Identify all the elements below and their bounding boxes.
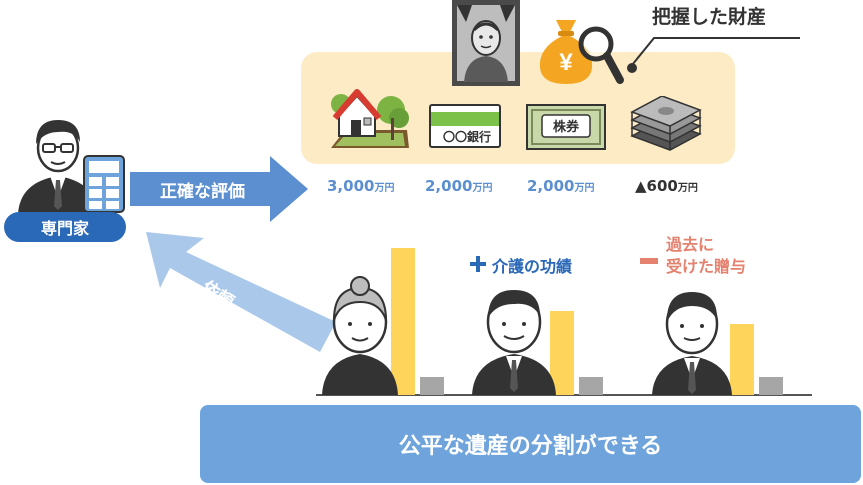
child2-man-avatar (652, 292, 732, 395)
stock-certificate-icon: 株券 (526, 104, 606, 150)
bar-spouse-gray (420, 377, 444, 395)
plus-icon (470, 256, 486, 272)
magnifier-icon (578, 26, 624, 84)
amount-real-estate: 3,000万円 (327, 177, 395, 195)
expert-avatar (18, 120, 125, 214)
assets-label: 把握した財産 (652, 6, 767, 28)
past-gift-label: 過去に 受けた贈与 (666, 234, 746, 278)
bankbook-icon: 〇〇銀行 (429, 104, 501, 148)
evaluation-arrow (130, 156, 308, 222)
bar-child2-gray (759, 377, 783, 395)
care-contribution-label: 介護の功績 (492, 257, 573, 276)
amount-stock: 2,000万円 (527, 177, 595, 195)
elderly-woman-avatar (322, 276, 398, 395)
evaluation-label: 正確な評価 (160, 182, 245, 202)
deceased-portrait-icon (452, 0, 520, 86)
yen-symbol: ¥ (559, 49, 573, 76)
past-gift-line2: 受けた贈与 (666, 257, 747, 276)
request-arrow (146, 232, 336, 352)
bar-child1-gray (579, 377, 603, 395)
heirs-area (316, 248, 812, 396)
amount-bank: 2,000万円 (425, 177, 493, 195)
minus-icon (640, 258, 658, 264)
expert-badge: 専門家 (4, 212, 126, 242)
bankbook-text: 〇〇銀行 (443, 129, 491, 144)
house-icon (331, 89, 409, 148)
bar-child2-share (730, 324, 754, 395)
bar-child1-share (550, 311, 574, 395)
child1-man-avatar (472, 290, 556, 395)
amount-debt: ▲600万円 (635, 177, 698, 195)
stock-text: 株券 (553, 119, 580, 134)
leader-line (627, 37, 800, 73)
result-banner: 公平な遺産の分割ができる (200, 405, 861, 483)
calculator-icon (83, 155, 125, 213)
cash-stack-icon (630, 96, 702, 151)
bar-spouse-share (391, 248, 415, 395)
past-gift-line1: 過去に (666, 235, 715, 254)
